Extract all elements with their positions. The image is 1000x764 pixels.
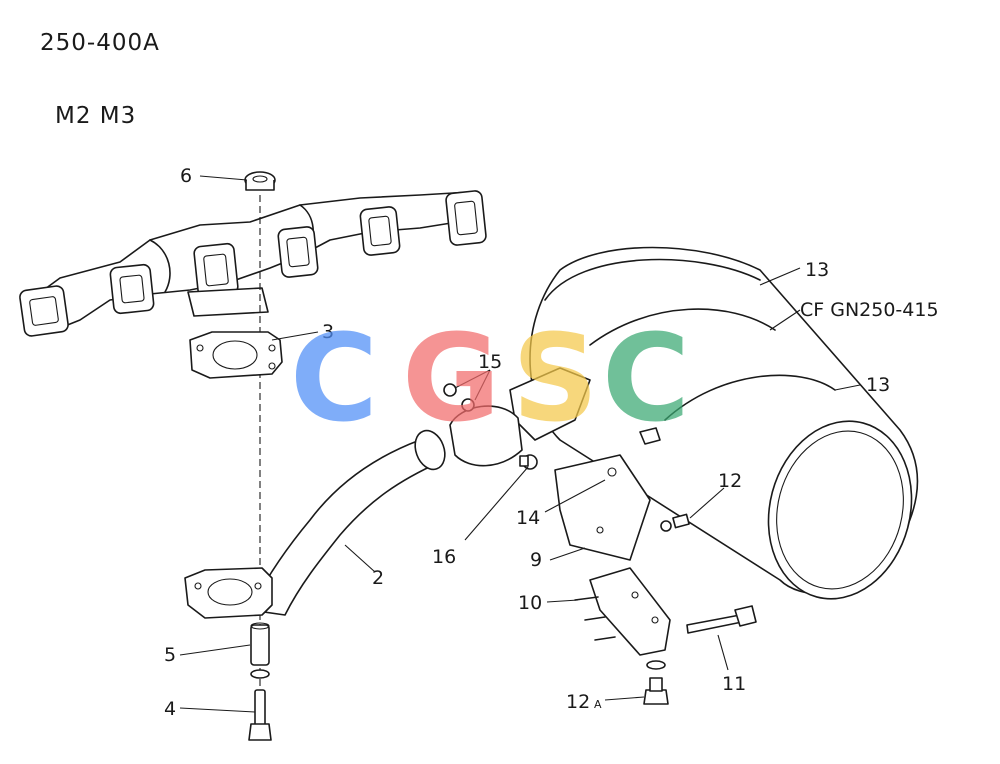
callout-6: 6 [180,165,192,187]
callout-3: 3 [322,321,334,343]
callout-13-lower: 13 [866,374,890,396]
watermark-letter-3: S [512,310,598,449]
model-variants: M2 M3 [55,103,136,129]
callout-4: 4 [164,698,176,720]
callout-5: 5 [164,644,176,666]
reference-note: CF GN250-415 [800,299,939,321]
watermark-letter-4: C [602,310,690,449]
model-number: 250-400A [40,30,160,56]
callout-2: 2 [372,567,384,589]
callout-14: 14 [516,507,540,529]
exhaust-manifold [19,171,487,337]
long-bolt [686,605,757,634]
callout-10: 10 [518,592,542,614]
callout-9: 9 [530,549,542,571]
callout-12a: 12 [566,691,590,713]
pipe-clamp [443,383,523,467]
callout-12-upper: 12 [718,470,742,492]
callout-11: 11 [722,673,746,695]
bolt [248,689,272,741]
spacer [250,622,270,666]
hex-nut [643,660,669,705]
callout-16: 16 [432,546,456,568]
watermark-logo: C G S C [290,310,690,449]
clamp-bolt [519,454,538,470]
callout-15: 15 [478,351,502,373]
washer [250,669,270,679]
callout-12a-suffix: A [594,698,602,711]
mounting-bracket [574,567,671,656]
manifold-gasket [189,331,283,379]
bracket-bolt [660,513,690,532]
leader-lines [179,175,861,713]
watermark-letter-1: C [290,310,378,449]
watermark-letter-2: G [402,310,501,449]
exhaust-pipe [184,429,446,619]
callout-13-upper: 13 [805,259,829,281]
muffler [509,246,919,600]
